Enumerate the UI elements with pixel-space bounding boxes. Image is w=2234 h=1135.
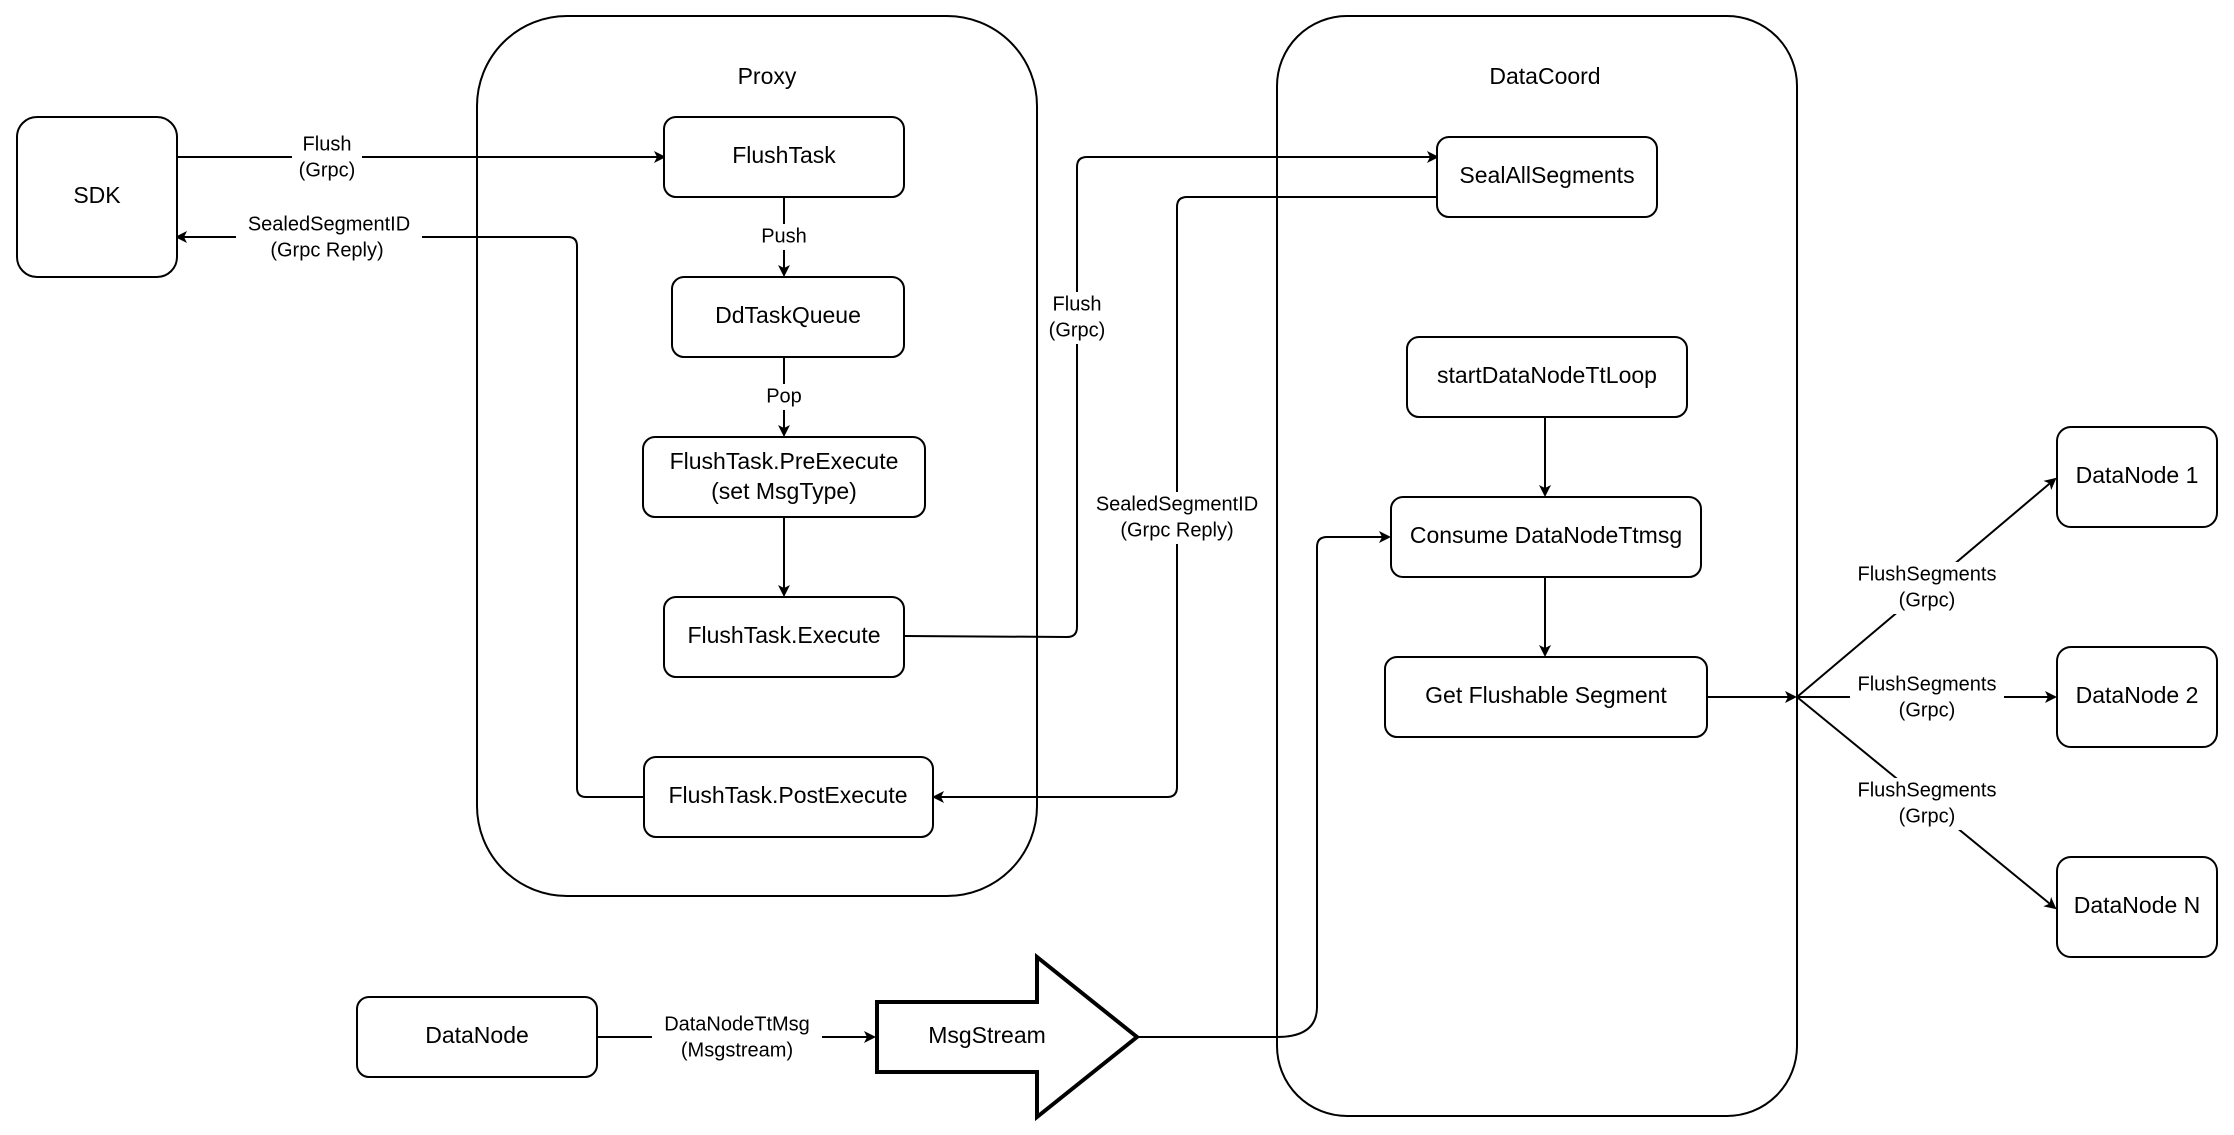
node-startloop-label: startDataNodeTtLoop <box>1437 362 1657 388</box>
node-preexecute-line2: (set MsgType) <box>711 478 857 504</box>
label-datanode-tt-line2: (Msgstream) <box>681 1039 793 1061</box>
node-datanode2: DataNode 2 <box>2056 646 2218 748</box>
edge-msgstream-to-consume <box>1137 531 1391 1038</box>
node-datanode-label: DataNode <box>425 1022 529 1048</box>
node-sealallsegments: SealAllSegments <box>1436 136 1658 218</box>
node-ddtaskqueue-label: DdTaskQueue <box>715 302 861 328</box>
label-flushsegments-2-line1: FlushSegments <box>1858 673 1997 695</box>
node-getflushable-label: Get Flushable Segment <box>1425 682 1667 708</box>
node-ddtaskqueue: DdTaskQueue <box>671 276 905 358</box>
label-sdk-flush-line2: (Grpc) <box>299 159 356 181</box>
node-datanode2-label: DataNode 2 <box>2076 682 2199 708</box>
label-flushsegments-2-line2: (Grpc) <box>1899 699 1956 721</box>
node-sdk: SDK <box>16 116 178 278</box>
edge-postexecute-to-sdk <box>175 231 644 798</box>
node-flushtask: FlushTask <box>663 116 905 198</box>
node-datanode1-label: DataNode 1 <box>2076 462 2199 488</box>
label-flushsegments-3-line1: FlushSegments <box>1858 779 1997 801</box>
node-postexecute: FlushTask.PostExecute <box>643 756 934 838</box>
label-flushsegments-1-line2: (Grpc) <box>1899 589 1956 611</box>
msgstream-arrow-shape <box>875 952 1141 1122</box>
node-execute-label: FlushTask.Execute <box>687 622 880 648</box>
node-msgstream: MsgStream <box>875 952 1141 1122</box>
label-proxy-reply-line1: SealedSegmentID <box>1096 493 1258 515</box>
label-proxy-reply-line2: (Grpc Reply) <box>1120 519 1233 541</box>
datacoord-title: DataCoord <box>1489 63 1600 89</box>
node-preexecute: FlushTask.PreExecute (set MsgType) <box>642 436 926 518</box>
node-preexecute-line1: FlushTask.PreExecute <box>670 448 899 474</box>
label-flushsegments-1-line1: FlushSegments <box>1858 563 1997 585</box>
node-consume: Consume DataNodeTtmsg <box>1390 496 1702 578</box>
node-datanode1: DataNode 1 <box>2056 426 2218 528</box>
node-getflushable: Get Flushable Segment <box>1384 656 1708 738</box>
node-datanodeN-label: DataNode N <box>2074 892 2201 918</box>
node-execute: FlushTask.Execute <box>663 596 905 678</box>
node-startloop: startDataNodeTtLoop <box>1406 336 1688 418</box>
label-proxy-flush-line1: Flush <box>1053 293 1102 315</box>
label-proxy-flush-line2: (Grpc) <box>1049 319 1106 341</box>
label-sdk-reply-line2: (Grpc Reply) <box>270 239 383 261</box>
label-flushsegments-3-line2: (Grpc) <box>1899 805 1956 827</box>
node-msgstream-label: MsgStream <box>928 1022 1046 1048</box>
node-sealallsegments-label: SealAllSegments <box>1459 162 1634 188</box>
edge-labels: Flush (Grpc) SealedSegmentID (Grpc Reply… <box>236 132 2004 1064</box>
label-pop: Pop <box>766 385 802 407</box>
node-consume-label: Consume DataNodeTtmsg <box>1410 522 1682 548</box>
node-flushtask-label: FlushTask <box>732 142 836 168</box>
proxy-title: Proxy <box>738 63 797 89</box>
node-datanode: DataNode <box>356 996 598 1078</box>
label-sdk-reply-line1: SealedSegmentID <box>248 213 410 235</box>
edge-execute-to-sealallsegments <box>904 151 1439 639</box>
label-datanode-tt-line1: DataNodeTtMsg <box>664 1013 810 1035</box>
node-sdk-label: SDK <box>73 182 121 208</box>
node-postexecute-label: FlushTask.PostExecute <box>668 782 907 808</box>
label-sdk-flush-line1: Flush <box>303 133 352 155</box>
label-push: Push <box>761 225 807 247</box>
node-datanodeN: DataNode N <box>2056 856 2218 958</box>
